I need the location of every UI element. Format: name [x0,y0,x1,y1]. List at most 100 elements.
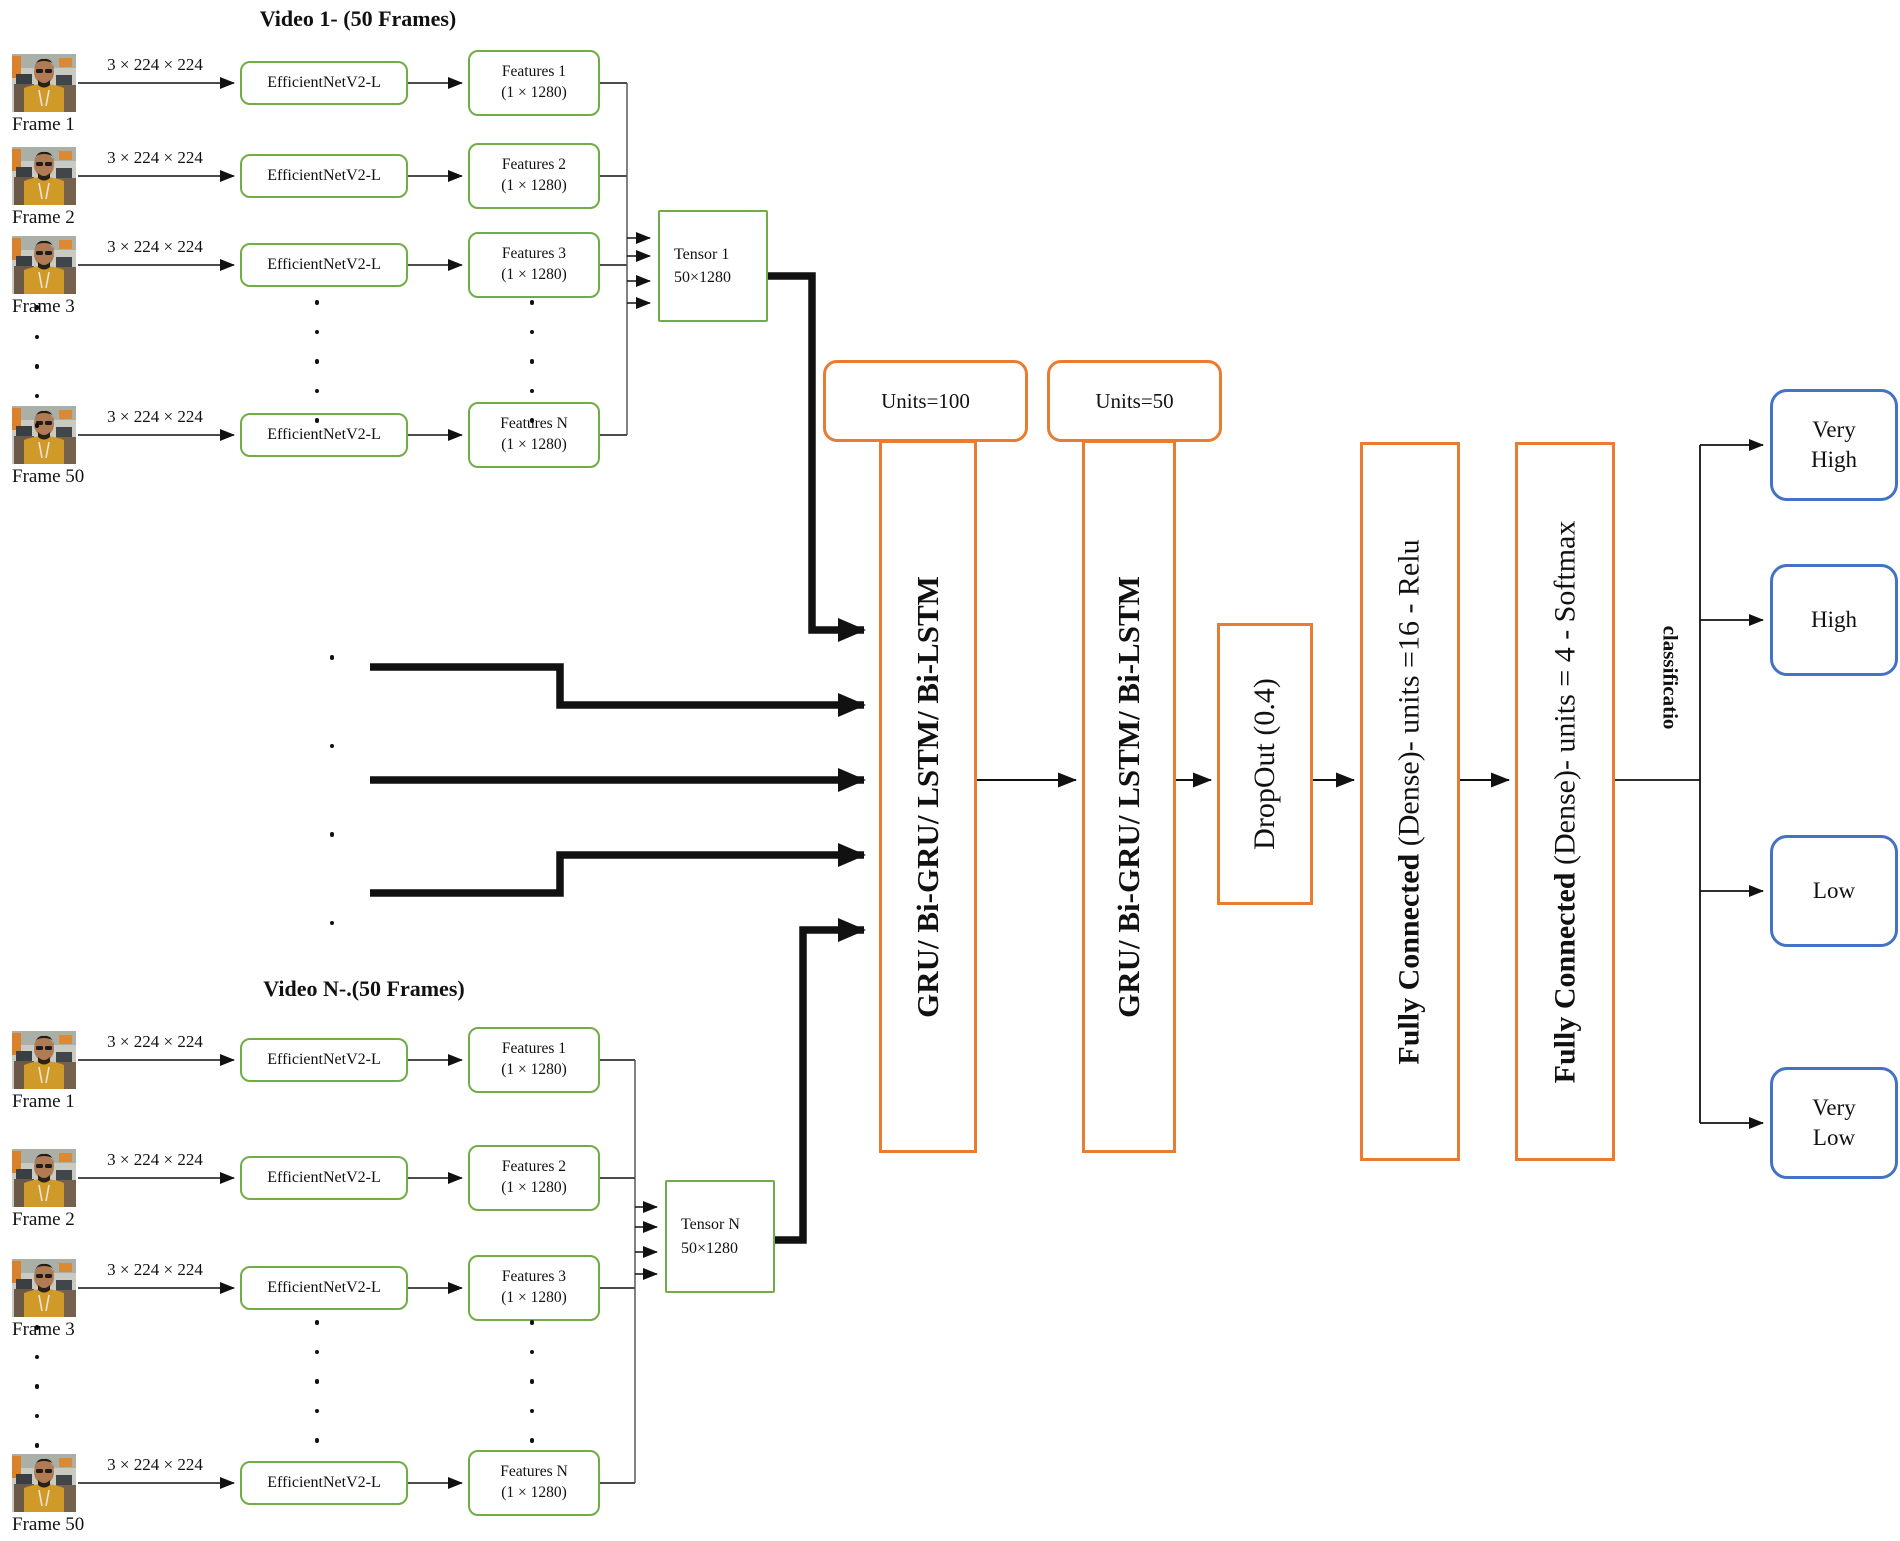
efficientnet-box: EfficientNetV2-L [240,1461,408,1505]
dot [314,1320,320,1325]
class-label: High [1811,607,1857,633]
dot [529,388,535,393]
class-box-low: Low [1770,835,1898,947]
fc1-block: Fully Connected (Dense)- units =16 - Rel… [1360,442,1460,1161]
ellipsis-dots [313,300,321,423]
class-box-very-low: Very Low [1770,1067,1898,1179]
frame-thumbnail [12,1454,76,1512]
class-label: Very Low [1812,1095,1856,1150]
dot [34,364,40,369]
features-box: Features 1(1 × 1280) [468,1027,600,1093]
dot [34,305,40,310]
dot [34,1384,40,1389]
efficientnet-box: EfficientNetV2-L [240,243,408,287]
dot [529,1349,535,1354]
frame-caption: Frame 50 [12,466,85,487]
dot [314,388,320,393]
dot [314,1349,320,1354]
ellipsis-dots [33,305,41,428]
tensorN-collector [634,1060,658,1483]
frame-thumbnail [12,1149,76,1207]
class-label: Low [1812,878,1856,904]
video1-title: Video 1- (50 Frames) [259,6,457,31]
features-box: Features 3(1 × 1280) [468,1255,600,1321]
class-box-high: High [1770,564,1898,676]
video-feed-4 [370,843,866,897]
frame-thumbnail [12,1259,76,1317]
input-dim-label: 3 × 224 × 224 [107,237,203,256]
videoN-title: Video N-.(50 Frames) [263,976,465,1001]
input-dim-label: 3 × 224 × 224 [107,1032,203,1051]
dot [34,393,40,398]
input-dim-label: 3 × 224 × 224 [107,55,203,74]
efficientnet-box: EfficientNetV2-L [240,1038,408,1082]
tensor1-box: Tensor 1 50×1280 [658,210,768,322]
dot [314,1379,320,1384]
frame-caption: Frame 3 [12,296,75,317]
features-box: Features N(1 × 1280) [468,402,600,468]
frame-caption: Frame 3 [12,1319,75,1340]
features-box: Features 3(1 × 1280) [468,232,600,298]
dot [34,1413,40,1418]
fc2-label-bold: Fully Connected [1548,872,1582,1083]
thick-feed-arrows [370,272,866,1244]
fc1-label: Fully Connected (Dense)- units =16 - Rel… [1393,539,1427,1064]
dropout-block: DropOut (0.4) [1217,623,1313,905]
rnn1-block: GRU/ Bi-GRU/ LSTM/ Bi-LSTM [879,440,977,1153]
fc2-label: Fully Connected (Dense)- units = 4 - Sof… [1548,520,1582,1083]
tensor1-name: Tensor 1 [674,245,730,263]
dot [529,418,535,423]
tensor1-collector [626,83,651,435]
frame-thumbnail [12,147,76,205]
rnn2-units-label: Units=50 [1047,360,1222,442]
efficientnet-box: EfficientNetV2-L [240,413,408,457]
dot [329,655,335,660]
efficientnet-box: EfficientNetV2-L [240,154,408,198]
dot [529,1408,535,1413]
dot [34,1443,40,1448]
dot [34,1354,40,1359]
dot [314,359,320,364]
tensorN-name: Tensor N [681,1216,740,1234]
frame-caption: Frame 2 [12,1209,75,1230]
input-dim-label: 3 × 224 × 224 [107,1260,203,1279]
ellipsis-dots [528,1320,536,1443]
dot [529,359,535,364]
input-dim-label: 3 × 224 × 224 [107,1455,203,1474]
tensorN-shape: 50×1280 [681,1239,739,1257]
fc2-label-rest: (Dense)- units = 4 - Softmax [1548,520,1582,873]
ellipsis-dots [33,1325,41,1448]
input-dim-label: 3 × 224 × 224 [107,148,203,167]
frame-caption: Frame 2 [12,207,75,228]
dot [529,1320,535,1325]
efficientnet-box: EfficientNetV2-L [240,1266,408,1310]
fc1-label-bold: Fully Connected [1393,853,1427,1065]
dot [529,1438,535,1443]
tensor1-to-rnn1 [768,272,866,642]
dot [329,920,335,925]
efficientnet-box: EfficientNetV2-L [240,1156,408,1200]
dot [314,1438,320,1443]
dot [529,329,535,334]
frame-caption: Frame 1 [12,114,75,135]
classification-label: classificatio [1658,625,1683,730]
dot [314,1408,320,1413]
dot [34,1325,40,1330]
frame-thumbnail [12,236,76,294]
dot [529,300,535,305]
frame-thumbnail [12,406,76,464]
tensorN-box: Tensor N 50×1280 [665,1180,775,1293]
dot [314,300,320,305]
dot [34,334,40,339]
dot [329,832,335,837]
dot [314,329,320,334]
features-box: Features 2(1 × 1280) [468,1145,600,1211]
video-feed-2 [370,663,866,717]
fc2-block: Fully Connected (Dense)- units = 4 - Sof… [1515,442,1615,1161]
features-box: Features 2(1 × 1280) [468,143,600,209]
tensorN-to-rnn1 [775,918,866,1244]
dropout-label: DropOut (0.4) [1248,678,1282,850]
input-dim-label: 3 × 224 × 224 [107,1150,203,1169]
